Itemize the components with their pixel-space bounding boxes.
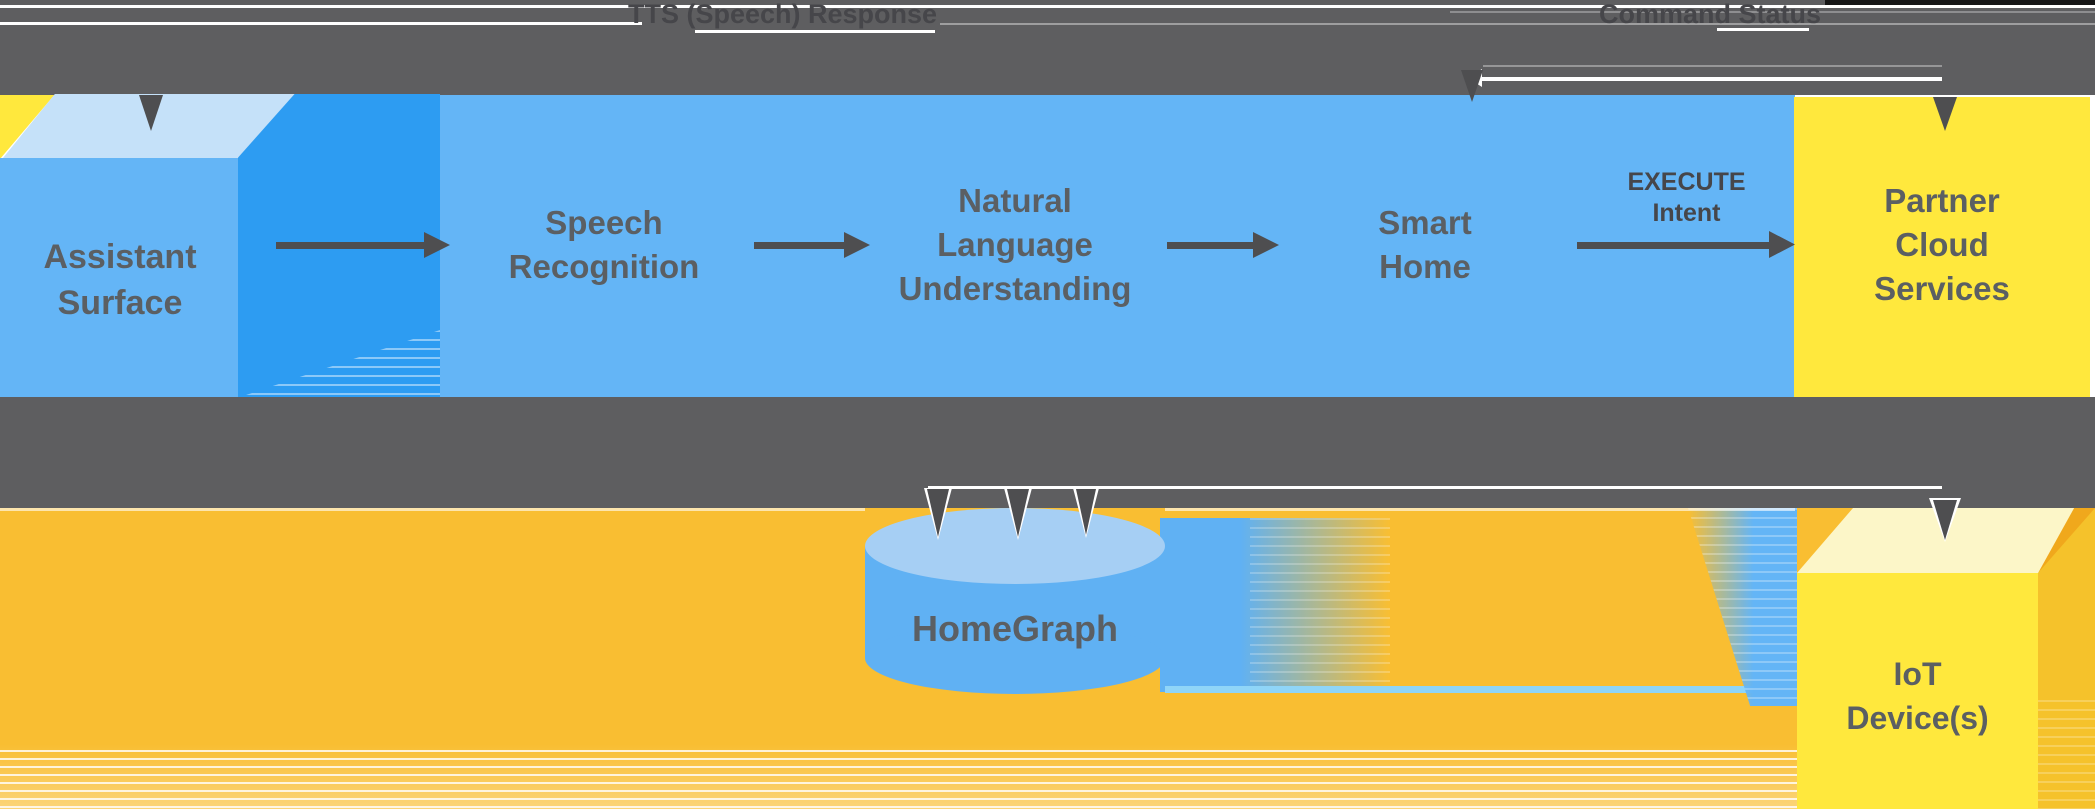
nlu-line2: Language bbox=[937, 226, 1093, 263]
smart-home-line2: Home bbox=[1379, 248, 1471, 285]
nlu-line3: Understanding bbox=[898, 270, 1132, 307]
white-return-arrow-faint-shaft bbox=[1483, 65, 1942, 67]
middle-band-flow-line bbox=[928, 486, 1942, 489]
smart-home-line1: Smart bbox=[1378, 204, 1472, 241]
execute-arrow-shaft bbox=[1577, 242, 1771, 249]
top-band-dark-sliver bbox=[1825, 0, 2095, 5]
cyan-ground-line bbox=[1165, 686, 1797, 693]
iot-line2: Device(s) bbox=[1846, 700, 1989, 736]
command-status-label: Command Status bbox=[1598, 0, 1822, 29]
partner-line1: Partner bbox=[1884, 182, 2000, 219]
nlu-label: Natural Language Understanding bbox=[860, 138, 1170, 352]
nlu-line1: Natural bbox=[958, 182, 1072, 219]
homegraph-glow-stripes bbox=[1250, 518, 1390, 692]
assistant-cube-front bbox=[0, 158, 238, 397]
tts-return-line-upper bbox=[0, 5, 2095, 8]
smart-home-label: Smart Home bbox=[1290, 157, 1560, 333]
speech-recognition-label: Speech Recognition bbox=[464, 157, 744, 333]
tts-return-line-lower-right bbox=[940, 23, 2095, 25]
speech-line2: Recognition bbox=[508, 248, 700, 285]
iot-device-label: IoT Device(s) bbox=[1797, 648, 2038, 744]
execute-line1: EXECUTE bbox=[1627, 168, 1746, 196]
homegraph-glow bbox=[1160, 518, 1390, 692]
partner-cloud-box bbox=[1794, 97, 2090, 397]
partner-line3: Services bbox=[1874, 270, 2010, 307]
arrow2-shaft bbox=[754, 242, 846, 249]
bottom-banding-stripes bbox=[0, 744, 1797, 809]
command-label-underline bbox=[1717, 28, 1809, 31]
band-bottom-edge-right bbox=[1165, 508, 1795, 511]
partner-line2: Cloud bbox=[1895, 226, 1989, 263]
iot-line1: IoT bbox=[1893, 656, 1942, 692]
iot-cube-front bbox=[1797, 573, 2038, 809]
tts-response-label: TTS (Speech) Response bbox=[627, 0, 938, 29]
homegraph-label: HomeGraph bbox=[911, 608, 1119, 649]
assistant-surface-label: Assistant Surface bbox=[0, 212, 240, 348]
partner-cloud-label: Partner Cloud Services bbox=[1794, 132, 2090, 358]
middle-flow-band bbox=[0, 397, 2095, 508]
arrow1-shaft bbox=[276, 242, 426, 249]
arrow3-shaft bbox=[1167, 242, 1255, 249]
band-bottom-edge-left bbox=[0, 508, 865, 511]
iot-cube-right-stripes bbox=[2038, 700, 2095, 809]
assistant-surface-line2: Surface bbox=[57, 284, 183, 322]
assistant-surface-line1: Assistant bbox=[43, 238, 197, 276]
white-return-arrow-shaft bbox=[1480, 77, 1942, 81]
tts-return-line-lower bbox=[0, 22, 642, 25]
execute-intent-label: EXECUTE Intent bbox=[1584, 166, 1789, 230]
google-assistant-pipeline-box bbox=[440, 95, 1795, 397]
execute-line2: Intent bbox=[1652, 199, 1721, 227]
tts-label-underline bbox=[695, 30, 935, 33]
command-status-faint-line bbox=[1450, 11, 2095, 13]
homegraph-cylinder-bottom bbox=[865, 622, 1165, 694]
speech-line1: Speech bbox=[545, 204, 663, 241]
